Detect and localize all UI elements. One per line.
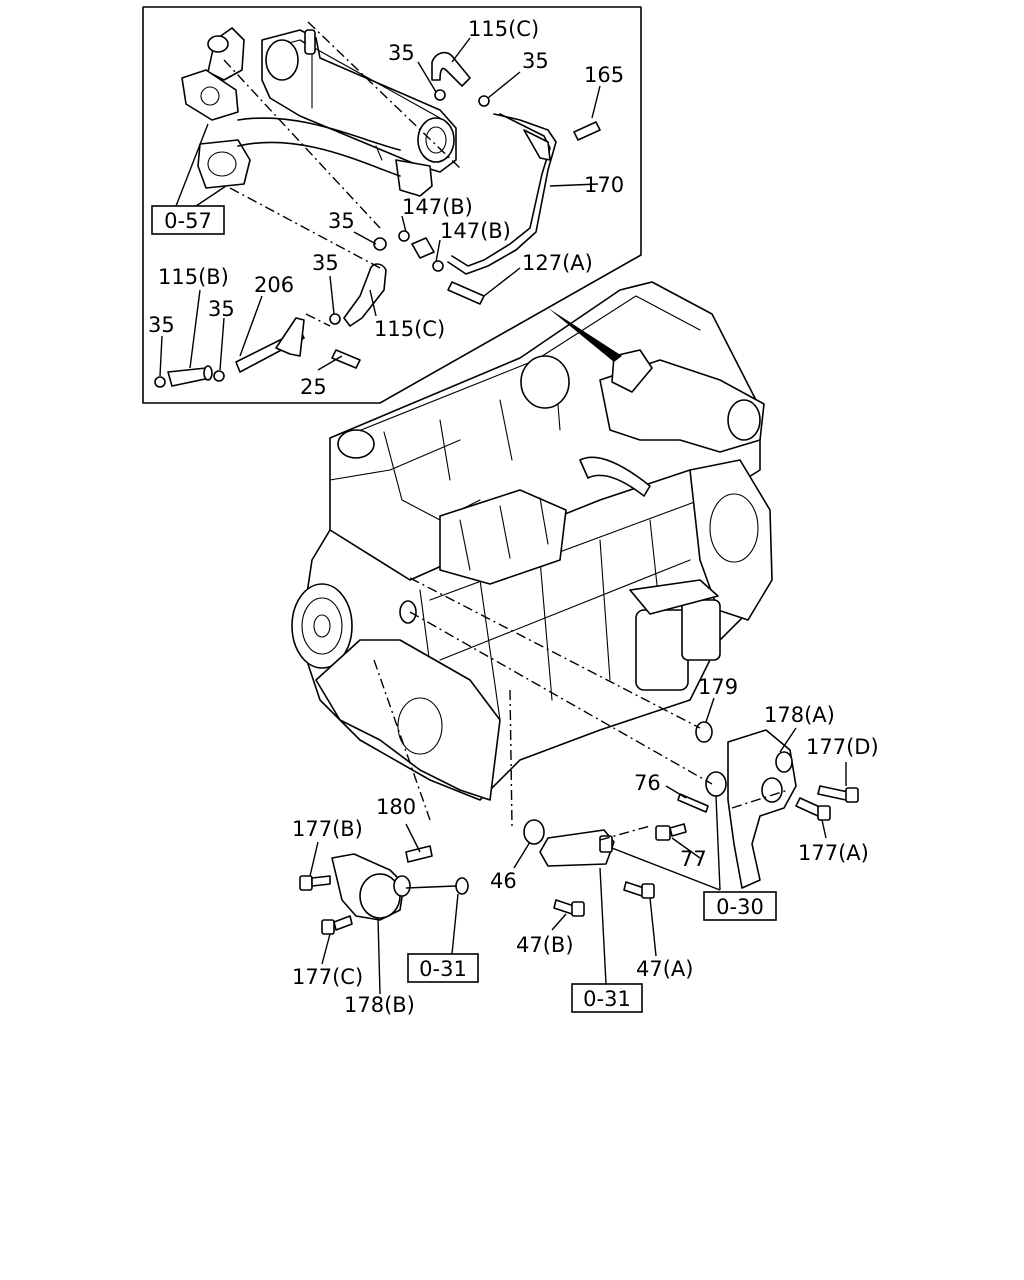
bolt-77	[655, 823, 687, 841]
callout-76: 76	[634, 771, 661, 795]
bolt-47b	[553, 899, 585, 917]
callout-47a: 47(A)	[636, 957, 693, 981]
callout-179: 179	[698, 675, 738, 699]
inset-detail	[142, 6, 642, 404]
callout-177b: 177(B)	[292, 817, 363, 841]
callout-46: 46	[490, 869, 517, 893]
bolt-177b	[299, 875, 331, 891]
ref-box-031-b: 0-31	[571, 983, 643, 1013]
ref-box-031-a: 0-31	[407, 953, 479, 983]
ref-030-text: 0-30	[716, 895, 764, 919]
callout-178a: 178(A)	[764, 703, 835, 727]
inset-leaders	[159, 21, 601, 377]
ref-031-b-text: 0-31	[583, 987, 631, 1011]
ref-057-text: 0-57	[164, 209, 212, 233]
callout-35-a: 35	[388, 41, 415, 65]
callout-35-b: 35	[522, 49, 549, 73]
callout-180: 180	[376, 795, 416, 819]
engine-block	[291, 281, 773, 801]
detail-pointer	[548, 308, 622, 362]
callout-77: 77	[680, 847, 707, 871]
ref-box-057: 0-57	[151, 205, 225, 235]
lower-parts	[299, 577, 859, 995]
bolt-177d	[817, 785, 859, 803]
ref-031-a-text: 0-31	[419, 957, 467, 981]
callout-165: 165	[584, 63, 624, 87]
callout-170: 170	[584, 173, 624, 197]
callout-177a: 177(A)	[798, 841, 869, 865]
callout-labels: 115(C) 35 35 165 170 147(B) 35 147(B) 12…	[148, 17, 879, 1017]
callout-127a: 127(A)	[522, 251, 593, 275]
callout-177d: 177(D)	[806, 735, 879, 759]
callout-25: 25	[300, 375, 327, 399]
callout-147b-a: 147(B)	[402, 195, 473, 219]
callout-115c-mid: 115(C)	[374, 317, 445, 341]
callout-35-e: 35	[208, 297, 235, 321]
callout-35-d: 35	[312, 251, 339, 275]
bolt-47a	[623, 881, 655, 899]
callout-177c: 177(C)	[292, 965, 363, 989]
callout-115c-top: 115(C)	[468, 17, 539, 41]
callout-178b: 178(B)	[344, 993, 415, 1017]
bolt-177c	[321, 915, 353, 935]
callout-206: 206	[254, 273, 294, 297]
callout-47b: 47(B)	[516, 933, 574, 957]
callout-147b-b: 147(B)	[440, 219, 511, 243]
egr-cooler-assembly	[181, 27, 457, 197]
inset-frame	[142, 6, 642, 404]
callout-115b: 115(B)	[158, 265, 229, 289]
callout-35-f: 35	[148, 313, 175, 337]
callout-35-c: 35	[328, 209, 355, 233]
ref-box-030: 0-30	[703, 891, 777, 921]
bolt-177a	[795, 797, 831, 821]
inset-hoses	[154, 51, 601, 388]
